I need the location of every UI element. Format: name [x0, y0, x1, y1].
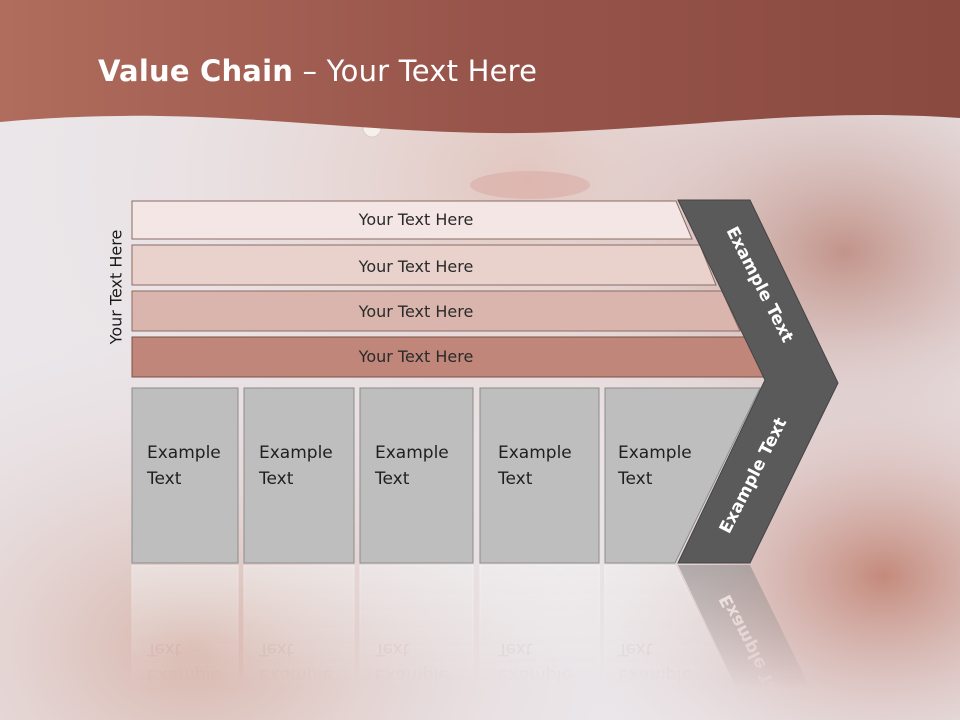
- box-shape: [131, 387, 239, 564]
- bar-label: Your Text Here: [358, 302, 474, 321]
- box-line1: Example: [259, 443, 333, 463]
- box-line1: Example: [375, 443, 449, 463]
- chevron-shape: [677, 199, 839, 564]
- reflection-line2: Text: [146, 639, 182, 659]
- box-line2: Text: [497, 469, 533, 489]
- bar-shape: [131, 200, 693, 240]
- slide-title: Value Chain – Your Text Here: [98, 54, 538, 88]
- reflection-line2: Text: [617, 639, 653, 659]
- reflection-line2: Text: [374, 639, 410, 659]
- box-line2: Text: [258, 469, 294, 489]
- bar-shape: [131, 244, 717, 286]
- bar-label: Your Text Here: [358, 257, 474, 276]
- support-bar: Your Text Here: [131, 336, 765, 378]
- primary-box: Example Text: [243, 387, 355, 564]
- reflection: Example Text Example Text Example Text E…: [131, 564, 826, 720]
- bar-label: Your Text Here: [358, 347, 474, 366]
- box-line2: Text: [374, 469, 410, 489]
- support-bar: Your Text Here: [131, 290, 741, 332]
- reflection-line1: Example: [259, 665, 333, 685]
- box-line1: Example: [618, 443, 692, 463]
- primary-box: Example Text: [359, 387, 474, 564]
- primary-box: Example Text: [131, 387, 239, 564]
- reflection-line1: Example: [147, 665, 221, 685]
- bar-shape: [131, 290, 741, 332]
- reflection-line1: Example: [618, 665, 692, 685]
- support-bar: Your Text Here: [131, 244, 717, 286]
- box-shape: [479, 387, 600, 564]
- box-shape: [604, 387, 761, 564]
- box-line1: Example: [147, 443, 221, 463]
- reflection-line1: Example: [498, 665, 572, 685]
- bar-label: Your Text Here: [358, 210, 474, 229]
- support-bar: Your Text Here: [131, 200, 693, 240]
- box-line2: Text: [146, 469, 182, 489]
- box-line2: Text: [617, 469, 653, 489]
- box-line1: Example: [498, 443, 572, 463]
- reflection-line2: Text: [258, 639, 294, 659]
- reflection-line2: Text: [497, 639, 533, 659]
- primary-box: Example Text: [604, 387, 761, 564]
- box-shape: [359, 387, 474, 564]
- primary-box: Example Text: [479, 387, 600, 564]
- box-shape: [243, 387, 355, 564]
- reflection-line1: Example: [375, 665, 449, 685]
